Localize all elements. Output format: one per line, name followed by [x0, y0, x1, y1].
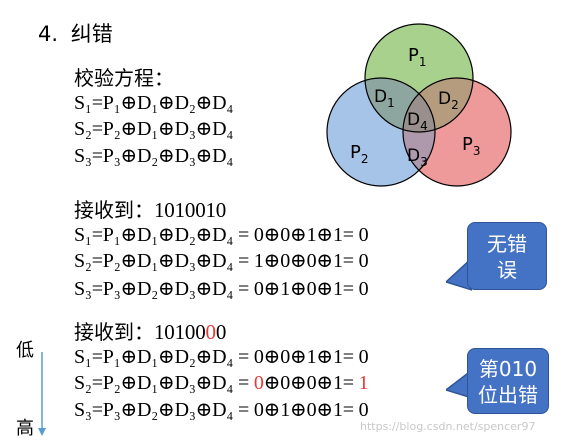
axis-arrow [38, 352, 46, 436]
case2-line-2: S₂=P₂⊕D₁⊕D₃⊕D₄ = 0⊕0⊕0⊕1= 1 [74, 372, 369, 394]
axis-low-label: 低 [16, 340, 34, 361]
venn-region-d2 [403, 78, 473, 132]
section-number: 4. [38, 22, 59, 46]
callout2-tail [446, 370, 472, 399]
venn-region-d1 [365, 78, 435, 132]
section-title: 纠错 [70, 22, 113, 46]
case1-line-3: S₃=P₃⊕D₂⊕D₃⊕D₄ = 0⊕1⊕0⊕1= 0 [74, 278, 369, 300]
axis-high-label: 高 [16, 418, 34, 439]
case2-line-3: S₃=P₃⊕D₂⊕D₃⊕D₄ = 0⊕1⊕0⊕1= 0 [74, 399, 369, 421]
case1-received: 接收到：1010010 [74, 194, 226, 223]
watermark: https://blog.csdn.net/spencer97 [360, 420, 536, 433]
case1-line-2: S₂=P₂⊕D₁⊕D₃⊕D₄ = 1⊕0⊕0⊕1= 0 [74, 250, 369, 272]
case1-received-value: 1010010 [154, 198, 227, 222]
check-equation-1: S₁=P₁⊕D₁⊕D₂⊕D₄ [74, 92, 234, 114]
case1-received-label: 接收到： [74, 198, 154, 222]
callout-no-error: 无错 误 [467, 222, 547, 290]
check-equations-title: 校验方程： [74, 66, 174, 90]
venn-diagram: P1 P2 P3 D1 D2 D4 D3 [326, 23, 512, 187]
check-equation-3: S₃=P₃⊕D₂⊕D₃⊕D₄ [74, 145, 234, 167]
case2-received: 接收到：1010000 [74, 320, 227, 344]
case2-line-1: S₁=P₁⊕D₁⊕D₂⊕D₄ = 0⊕0⊕1⊕1= 0 [74, 346, 369, 368]
callout-error-position: 第010 位出错 [467, 348, 549, 414]
check-equation-2: S₂=P₂⊕D₁⊕D₃⊕D₄ [74, 118, 234, 140]
case2-received-label: 接收到： [74, 320, 154, 344]
callout1-tail [446, 258, 472, 291]
case2-received-error-bit: 0 [205, 320, 217, 344]
section-heading: 4. 纠错 [38, 18, 113, 48]
case1-line-1: S₁=P₁⊕D₁⊕D₂⊕D₄ = 0⊕0⊕1⊕1= 0 [74, 224, 369, 246]
